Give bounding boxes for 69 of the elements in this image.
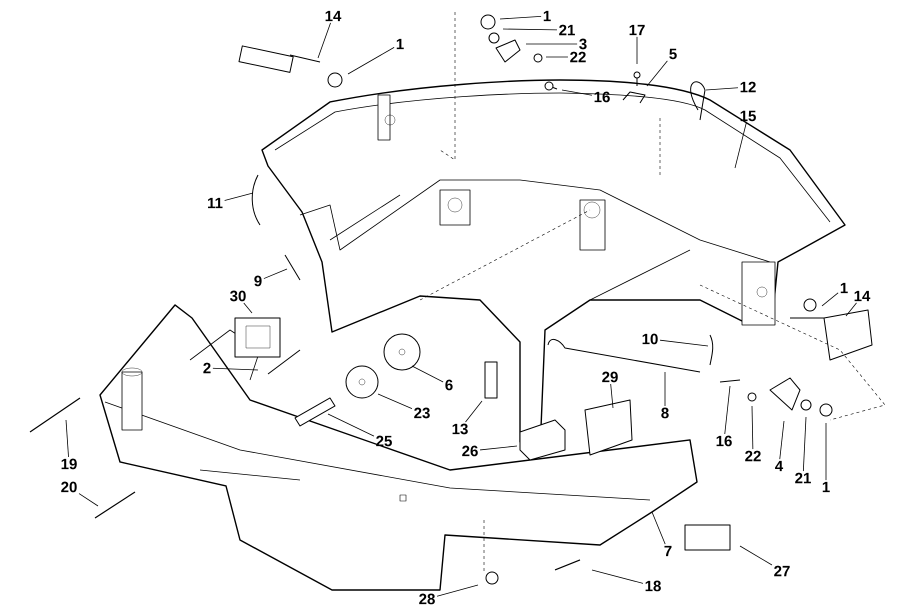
leader-line (348, 46, 395, 74)
leader-line (500, 16, 542, 20)
callout-number: 16 (594, 92, 610, 102)
callout-number: 17 (630, 24, 645, 36)
callout-number: 4 (775, 460, 784, 472)
leader-line (724, 386, 730, 434)
callout-number: 19 (62, 458, 77, 470)
callout-number: 8 (661, 408, 669, 418)
leader-line (378, 394, 412, 410)
leader-line (436, 584, 478, 597)
callout-number: 5 (669, 48, 677, 60)
callout-number: 16 (716, 436, 732, 446)
callout-number: 28 (419, 594, 435, 604)
leader-line (318, 22, 331, 58)
callout-number: 15 (740, 110, 756, 122)
leader-line (465, 400, 482, 422)
leader-line (652, 512, 666, 545)
callout-number: 1 (544, 10, 551, 22)
leader-line (610, 384, 614, 408)
callout-number: 1 (396, 38, 404, 50)
callout-number: 2 (203, 362, 211, 374)
leader-line (706, 87, 738, 90)
callout-number: 10 (642, 334, 658, 344)
callout-number: 22 (745, 450, 761, 462)
leader-line (480, 446, 518, 450)
callout-number: 27 (774, 566, 790, 576)
callout-number: 1 (840, 282, 848, 294)
callout-number: 21 (559, 24, 575, 36)
callout-number: 21 (795, 472, 811, 484)
leader-line (66, 420, 69, 458)
callout-number: 11 (208, 198, 223, 208)
leader-line (779, 420, 784, 460)
leader-line (243, 302, 252, 314)
leader-line (78, 493, 98, 506)
leader-line (636, 36, 638, 64)
leader-line (562, 90, 592, 96)
leader-line (664, 372, 666, 406)
callout-number: 3 (579, 38, 587, 50)
callout-number: 7 (664, 546, 672, 556)
leader-line (546, 56, 568, 58)
leader-line (846, 302, 857, 316)
callout-number: 23 (414, 408, 430, 418)
callout-number: 12 (740, 82, 756, 92)
callout-number: 1 (822, 482, 830, 492)
callout-number: 13 (452, 424, 468, 434)
leader-line (263, 268, 288, 279)
leader-line (212, 368, 258, 370)
leader-line (502, 28, 558, 30)
callout-number: 20 (61, 482, 77, 492)
callout-number: 26 (462, 446, 478, 456)
callout-number: 22 (570, 52, 586, 62)
leader-line (752, 406, 754, 450)
callout-number: 9 (254, 276, 262, 286)
callout-number: 14 (326, 10, 342, 22)
callout-number: 14 (854, 290, 870, 302)
leader-line (328, 414, 374, 437)
callout-number: 29 (602, 372, 618, 382)
leader-line (740, 546, 772, 566)
callout-number: 18 (646, 580, 661, 592)
leader-line (660, 340, 708, 346)
leader-line (734, 122, 747, 168)
leader-line (822, 292, 839, 306)
leader-line (412, 366, 444, 382)
leader-line (646, 60, 668, 86)
leader-line (592, 570, 644, 584)
leader-line (802, 416, 806, 472)
leader-line (224, 192, 254, 201)
callout-number: 30 (230, 290, 246, 302)
callout-number: 6 (445, 380, 453, 390)
